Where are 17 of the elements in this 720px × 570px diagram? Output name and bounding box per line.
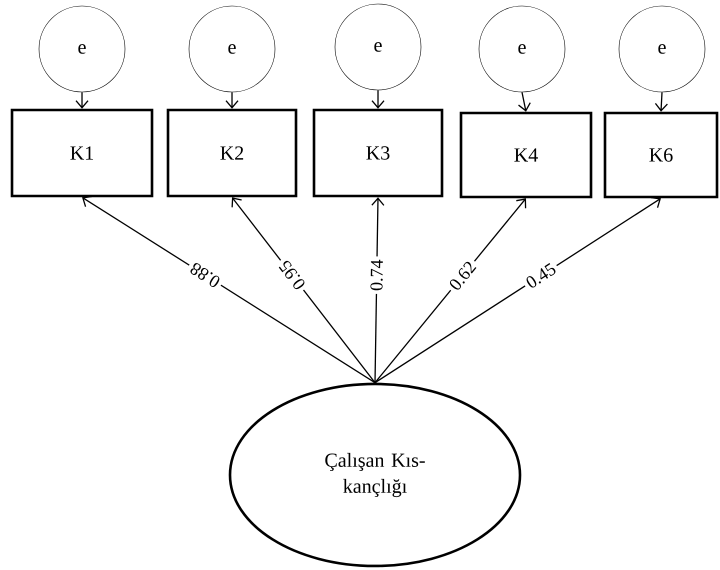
arrow: [374, 196, 661, 384]
edge-label: 0.88: [184, 257, 226, 293]
arrow: [226, 92, 238, 109]
indicator-box: K3: [312, 108, 444, 198]
edge-label: 0.74: [367, 256, 386, 294]
edge-label: 0.45: [520, 258, 562, 294]
indicator-box: K1: [10, 108, 154, 198]
indicator-box: K4: [460, 112, 592, 198]
indicator-box: K6: [604, 112, 718, 198]
edge-label: 0.95: [273, 254, 311, 296]
indicator-box: K2: [166, 108, 298, 198]
edge-label: 0.62: [444, 255, 482, 296]
arrow: [518, 92, 531, 112]
arrow: [372, 90, 384, 109]
arrow: [654, 92, 668, 112]
arrow: [76, 92, 88, 109]
arrow: [82, 196, 376, 384]
